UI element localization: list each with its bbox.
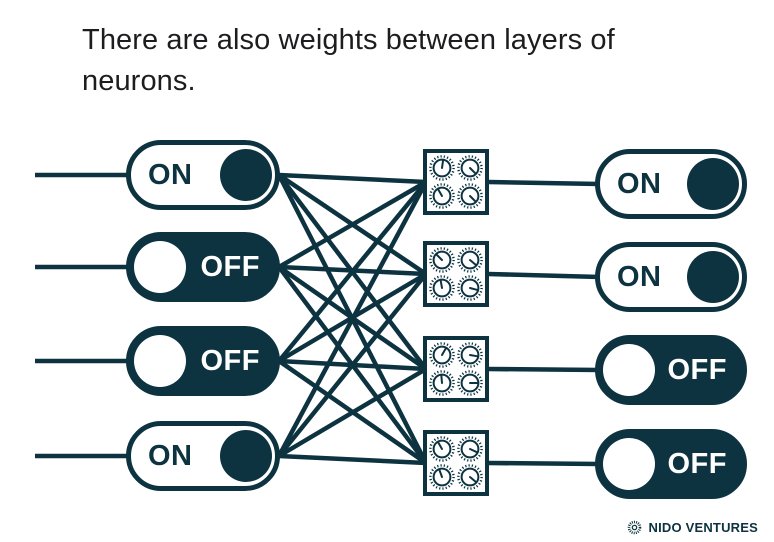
connection-line xyxy=(277,180,428,363)
weight-box-4[interactable] xyxy=(423,430,489,496)
toggle-label: ON xyxy=(617,260,662,293)
output-line xyxy=(487,460,601,467)
output-lines xyxy=(487,179,601,467)
connection-line xyxy=(277,272,428,458)
right-toggle-3[interactable]: OFF xyxy=(595,335,747,405)
left-toggle-1[interactable]: ON xyxy=(126,140,280,210)
brand-name: NIDO VENTURES xyxy=(648,520,758,535)
weight-knob[interactable] xyxy=(457,342,483,368)
weight-knob[interactable] xyxy=(457,275,483,301)
weight-knob[interactable] xyxy=(457,464,483,490)
weight-knob[interactable] xyxy=(429,275,455,301)
weight-knob[interactable] xyxy=(457,155,483,181)
connection-line xyxy=(277,180,428,458)
left-toggle-4[interactable]: ON xyxy=(126,421,280,491)
weight-knob[interactable] xyxy=(457,370,483,396)
toggle-knob-circle xyxy=(134,241,186,293)
output-line xyxy=(487,271,601,280)
connection-line xyxy=(277,180,428,269)
connection-lines xyxy=(276,172,429,466)
output-line xyxy=(487,179,601,187)
toggle-knob-circle xyxy=(687,158,739,210)
weight-knob[interactable] xyxy=(457,183,483,209)
left-toggle-2[interactable]: OFF xyxy=(126,232,280,302)
weight-box-2[interactable] xyxy=(423,241,489,307)
weight-knob[interactable] xyxy=(429,183,455,209)
right-toggle-4[interactable]: OFF xyxy=(595,429,747,499)
weight-box-1[interactable] xyxy=(423,149,489,215)
toggle-label: ON xyxy=(148,158,193,191)
connection-line xyxy=(277,367,428,458)
weight-knob[interactable] xyxy=(429,342,455,368)
weight-knobs xyxy=(429,247,483,301)
weight-knob[interactable] xyxy=(429,464,455,490)
left-toggle-3[interactable]: OFF xyxy=(126,326,280,396)
toggle-knob-circle xyxy=(603,344,655,396)
toggle-label: ON xyxy=(617,167,662,200)
toggle-label: OFF xyxy=(667,353,727,386)
right-toggle-2[interactable]: ON xyxy=(595,242,747,312)
input-lines xyxy=(35,172,131,459)
weight-knob[interactable] xyxy=(429,247,455,273)
toggle-label: OFF xyxy=(200,344,260,377)
toggle-knob-circle xyxy=(220,149,272,201)
toggle-label: ON xyxy=(148,439,193,472)
weight-knob[interactable] xyxy=(429,436,455,462)
output-line xyxy=(487,366,601,373)
weight-knob[interactable] xyxy=(457,247,483,273)
toggle-knob-circle xyxy=(134,335,186,387)
weight-knob[interactable] xyxy=(429,370,455,396)
toggle-knob-circle xyxy=(220,430,272,482)
nido-logo-icon xyxy=(628,520,642,535)
connection-line xyxy=(278,172,427,185)
weight-knobs xyxy=(429,342,483,396)
weight-box-3[interactable] xyxy=(423,336,489,402)
weight-knobs xyxy=(429,155,483,209)
toggle-knob-circle xyxy=(603,438,655,490)
connection-line xyxy=(278,453,427,466)
weight-knob[interactable] xyxy=(429,155,455,181)
weight-knob[interactable] xyxy=(457,436,483,462)
weight-knobs xyxy=(429,436,483,490)
toggle-label: OFF xyxy=(200,250,260,283)
page-title: There are also weights between layers of… xyxy=(82,24,615,97)
right-toggle-1[interactable]: ON xyxy=(595,149,747,219)
toggle-knob-circle xyxy=(687,251,739,303)
footer-brand: NIDO VENTURES xyxy=(626,519,758,536)
toggle-label: OFF xyxy=(667,447,727,480)
